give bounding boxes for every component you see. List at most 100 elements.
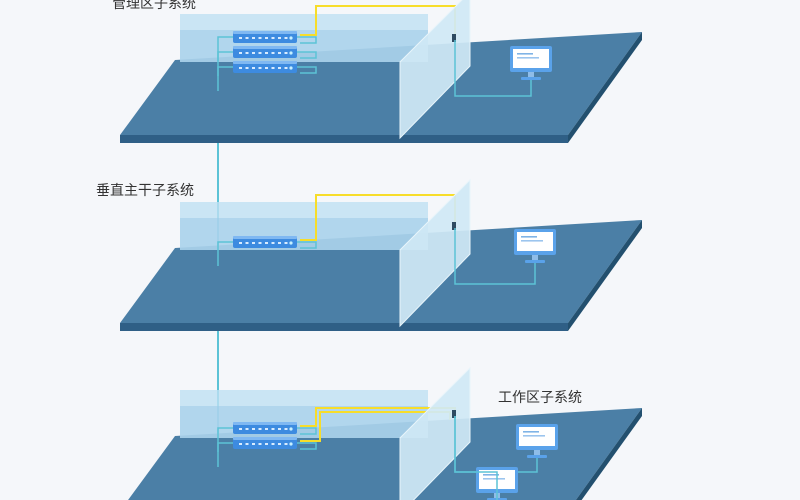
switch-port xyxy=(245,443,249,445)
patch-cable xyxy=(297,442,317,450)
switch-port xyxy=(265,443,268,445)
switch-port xyxy=(265,52,268,54)
switch-port xyxy=(239,443,242,445)
switch-port xyxy=(252,67,255,69)
switch-top xyxy=(233,236,297,239)
wall-outlet xyxy=(452,222,456,230)
switch-port xyxy=(278,52,281,54)
switch-port xyxy=(278,67,281,69)
floor-slab-side xyxy=(568,32,642,143)
monitor-neck xyxy=(532,255,538,260)
switch-port xyxy=(239,242,242,244)
switch-port xyxy=(239,428,242,430)
switch-led xyxy=(289,36,293,40)
patch-cable xyxy=(217,442,233,467)
drop-cable xyxy=(454,228,536,285)
patch-cable xyxy=(297,427,317,435)
switch-led xyxy=(289,427,293,431)
patch-cable xyxy=(217,66,233,91)
switch-port xyxy=(271,428,275,430)
switch-top xyxy=(233,31,297,34)
switch-port xyxy=(252,428,255,430)
switch-port xyxy=(239,37,242,39)
floor-slab-side xyxy=(575,408,642,500)
floor-slab-side xyxy=(568,220,642,331)
patch-cable xyxy=(297,36,317,44)
floor-slab-front xyxy=(120,323,568,331)
switch-port xyxy=(284,443,288,445)
switch-led xyxy=(289,241,293,245)
switch-port xyxy=(271,37,275,39)
switch-port xyxy=(245,242,249,244)
floor-1 xyxy=(120,0,642,143)
equipment-room-wall-inner xyxy=(180,406,428,438)
switch-port xyxy=(258,37,262,39)
switch-led xyxy=(289,442,293,446)
wall-outlet xyxy=(452,410,456,418)
floor-slab-front xyxy=(120,135,568,143)
monitor-screen-line xyxy=(517,57,539,59)
switch-port xyxy=(252,443,255,445)
switch-port xyxy=(258,52,262,54)
switch-port xyxy=(252,242,255,244)
switch-port xyxy=(245,428,249,430)
monitor-screen-line xyxy=(521,240,543,242)
equipment-room-wall-inner xyxy=(180,218,428,250)
switch-port xyxy=(278,242,281,244)
patch-cable xyxy=(297,241,317,249)
switch-top xyxy=(233,61,297,64)
switch-port xyxy=(245,52,249,54)
monitor-base xyxy=(521,77,541,80)
label-management-subsystem: 管理区子系统 xyxy=(112,0,196,12)
switch-port xyxy=(271,67,275,69)
drop-cable xyxy=(454,40,532,97)
switch-port xyxy=(252,37,255,39)
switch-port xyxy=(271,242,275,244)
switch-led xyxy=(289,66,293,70)
switch-port xyxy=(245,37,249,39)
switch-port xyxy=(284,67,288,69)
switch-port xyxy=(258,428,262,430)
switch-port xyxy=(265,37,268,39)
drop-cable xyxy=(454,416,498,500)
monitor-screen-line xyxy=(517,53,533,55)
partition-wall-edge xyxy=(399,0,471,140)
switch-port xyxy=(265,428,268,430)
switch-top xyxy=(233,437,297,440)
switch-port xyxy=(278,443,281,445)
partition-wall xyxy=(400,368,470,500)
switch-port xyxy=(258,242,262,244)
monitor-screen-line xyxy=(483,478,505,480)
label-vertical-backbone-subsystem: 垂直主干子系统 xyxy=(96,183,194,199)
switch-port xyxy=(278,37,281,39)
switch-port xyxy=(239,67,242,69)
switch-port xyxy=(239,52,242,54)
switch-port xyxy=(284,242,288,244)
monitor-screen-line xyxy=(523,431,539,433)
monitor-screen-line xyxy=(523,435,545,437)
patch-cable xyxy=(297,66,317,74)
switch-top xyxy=(233,422,297,425)
switch-port xyxy=(271,52,275,54)
switch-port xyxy=(245,67,249,69)
monitor-base xyxy=(527,455,547,458)
switch-port xyxy=(265,242,268,244)
switch-port xyxy=(271,443,275,445)
monitor-base xyxy=(525,260,545,263)
wall-outlet xyxy=(452,34,456,42)
switch-led xyxy=(289,51,293,55)
switch-port xyxy=(258,67,262,69)
switch-port xyxy=(278,428,281,430)
switch-port xyxy=(265,67,268,69)
patch-cable xyxy=(217,241,233,266)
monitor-neck xyxy=(528,72,534,77)
partition-wall-edge xyxy=(399,366,471,500)
monitor-neck xyxy=(534,450,540,455)
floor-2 xyxy=(120,178,642,331)
switch-top xyxy=(233,46,297,49)
switch-port xyxy=(284,37,288,39)
patch-cable xyxy=(297,51,317,59)
switch-port xyxy=(284,428,288,430)
